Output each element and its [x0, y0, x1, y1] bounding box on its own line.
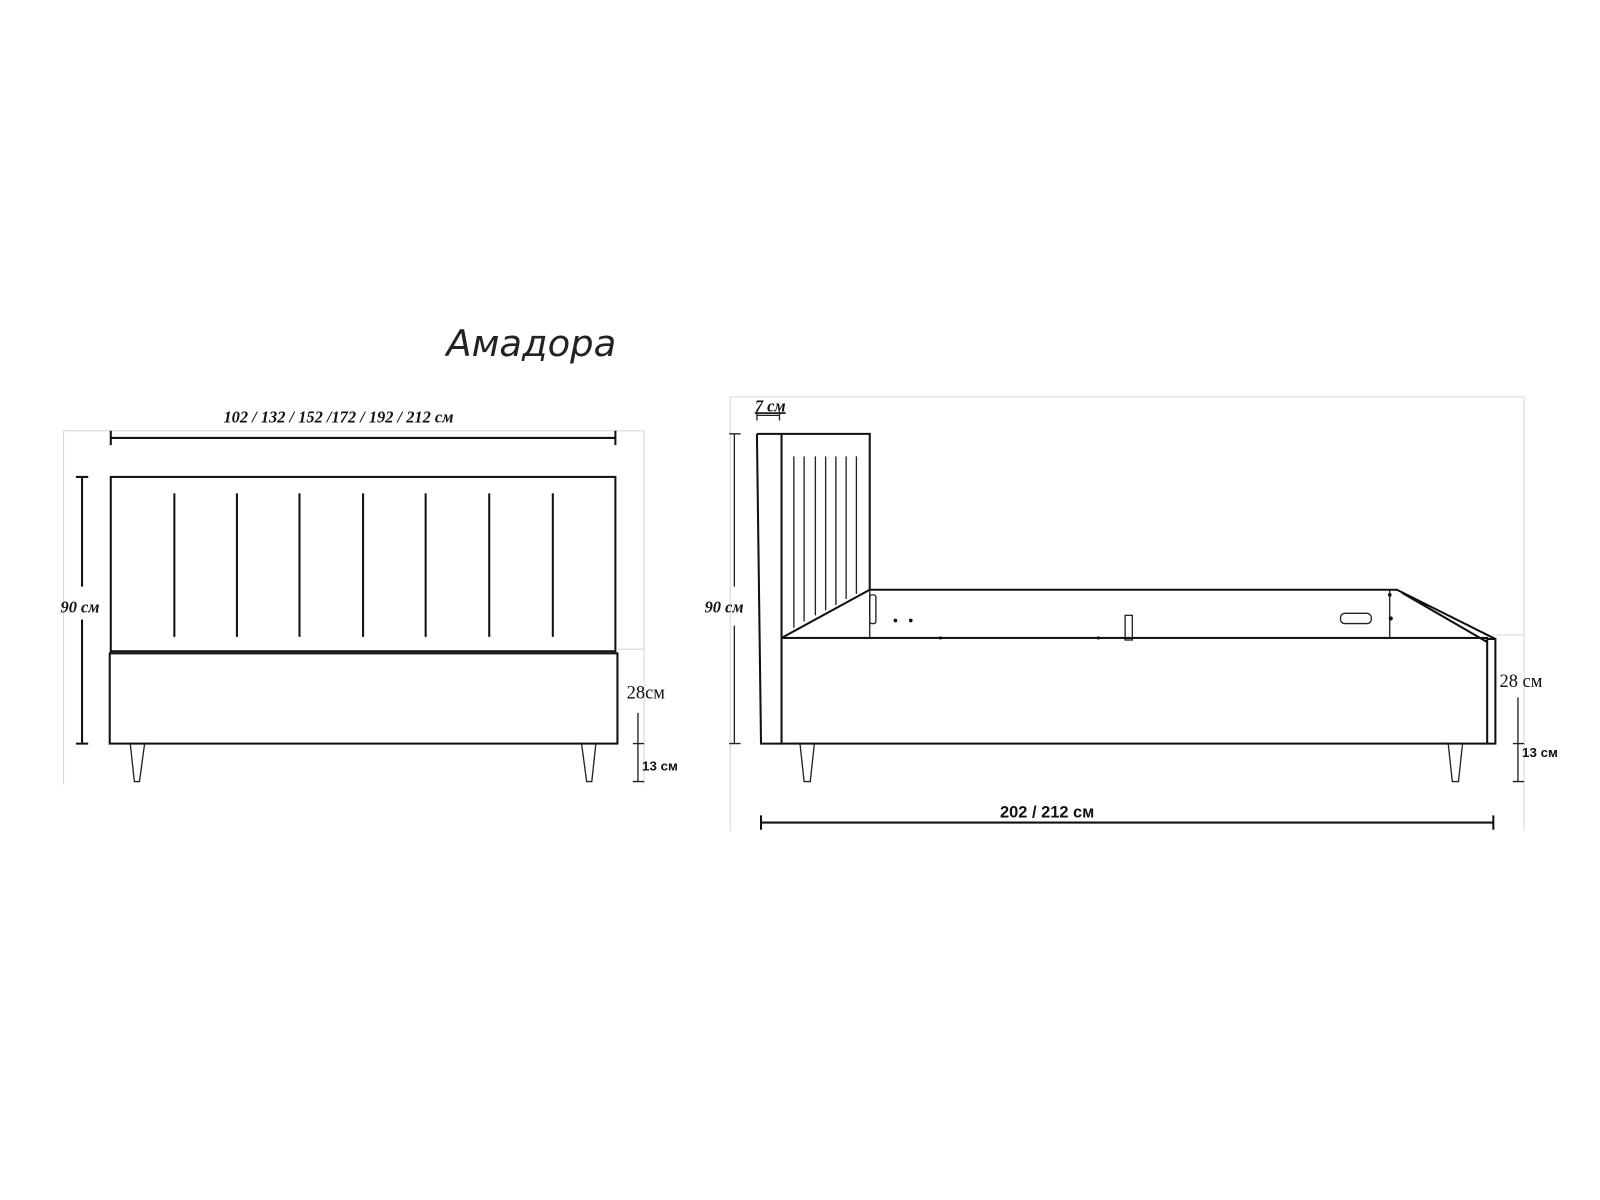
- front-height-dimension-line: [75, 475, 89, 745]
- front-frame-guide: [63, 430, 645, 785]
- frame-inner-edges: [869, 589, 1391, 638]
- side-base-label: 28 см: [1499, 671, 1542, 691]
- side-view: 7 см 90 см 28 см 13 см 202 /: [705, 396, 1558, 831]
- center-support: [1124, 614, 1133, 641]
- side-height-dimension-line: [729, 433, 741, 745]
- lift-bracket: [869, 594, 877, 625]
- headboard-grooves: [173, 493, 554, 637]
- front-left-leg: [129, 743, 146, 783]
- front-view: 102 / 132 / 152 /172 / 192 / 212 см 90 с…: [60, 408, 678, 785]
- side-base: [780, 636, 1489, 745]
- side-leg-dimension-line: [1512, 697, 1525, 783]
- front-leg-dimension-line: [632, 712, 645, 783]
- side-length-dimension-line: [759, 815, 1495, 830]
- headboard-thickness-dimension-line: [756, 411, 781, 421]
- side-leg-label: 13 см: [1522, 745, 1558, 760]
- side-frame-top: [781, 588, 1496, 643]
- side-back-leg: [1447, 743, 1464, 783]
- headboard-thickness-label: 7 см: [755, 396, 786, 415]
- front-right-leg: [580, 743, 597, 783]
- footboard-panel: [1487, 637, 1497, 745]
- side-headboard-grooves: [793, 456, 858, 628]
- side-length-label: 202 / 212 см: [1000, 803, 1094, 821]
- front-leg-label: 13 см: [642, 758, 678, 773]
- side-front-leg: [799, 743, 816, 783]
- gas-lift-mount: [1339, 612, 1372, 625]
- side-height-label: 90 см: [705, 597, 744, 616]
- bolt-holes: [893, 593, 1393, 640]
- front-base: [108, 652, 619, 745]
- product-title: Амадора: [444, 322, 616, 365]
- front-width-dimension-line: [109, 430, 617, 446]
- front-base-label: 28см: [627, 682, 666, 702]
- side-frame-guide: [729, 396, 1525, 831]
- side-headboard: [755, 432, 871, 745]
- front-width-label: 102 / 132 / 152 /172 / 192 / 212 см: [223, 408, 453, 427]
- front-height-label: 90 см: [60, 597, 99, 616]
- front-headboard: [109, 475, 617, 653]
